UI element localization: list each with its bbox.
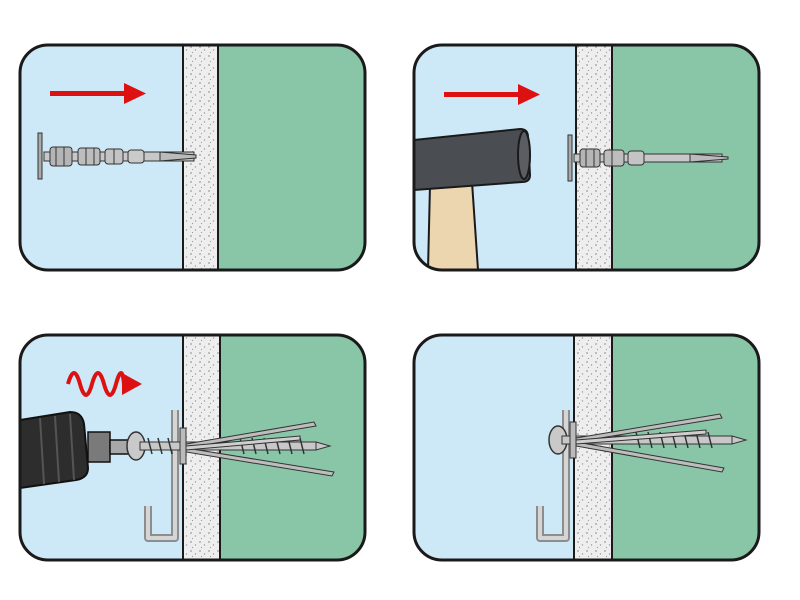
expanded-anchor-icon	[569, 413, 725, 473]
anchor-plug-icon	[567, 134, 729, 182]
step-2-panel	[412, 43, 761, 272]
hook-icon	[144, 410, 179, 542]
hammer-icon	[414, 127, 532, 270]
drill-icon	[20, 410, 133, 490]
masonry-wall	[218, 45, 365, 270]
step-3-panel	[18, 333, 367, 562]
push-arrow-icon	[50, 83, 146, 104]
step-4-panel	[412, 333, 761, 562]
push-arrow-icon	[444, 84, 540, 105]
anchor-plug-icon	[37, 132, 197, 180]
step-1-panel	[18, 43, 367, 272]
hook-icon	[536, 410, 570, 542]
drill-rotation-icon	[66, 371, 142, 397]
expanded-anchor-icon	[179, 421, 335, 477]
masonry-wall	[612, 335, 759, 560]
screw-icon	[548, 425, 748, 455]
